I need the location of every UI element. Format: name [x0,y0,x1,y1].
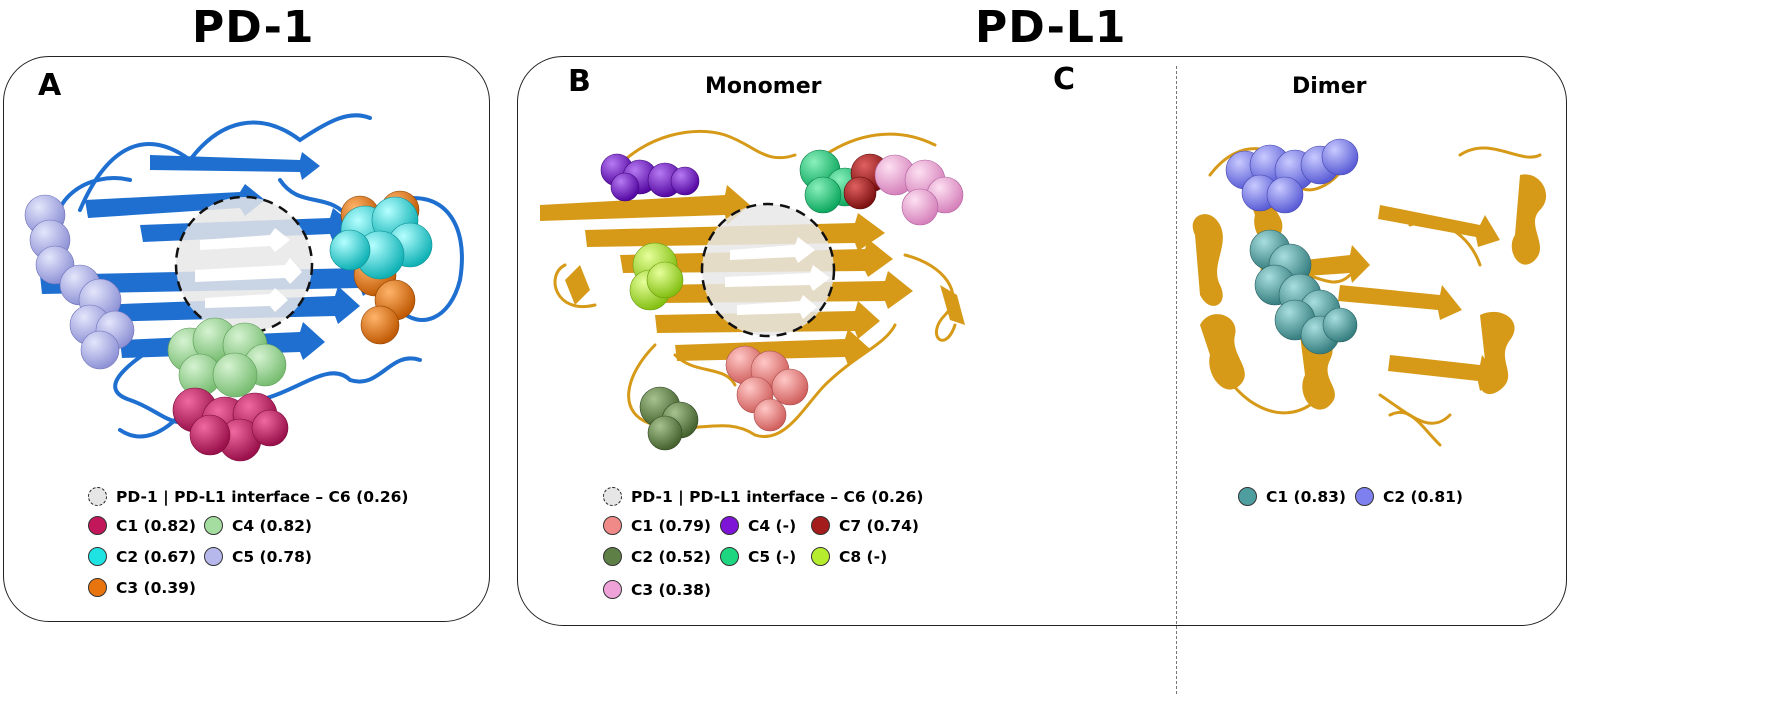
legend-b-interface: PD-1 | PD-L1 interface – C6 (0.26) [603,487,924,506]
panel-c-subtitle: Dimer [1292,74,1367,99]
monomer-dimer-divider [1176,66,1177,694]
legend-a-c3-swatch [88,578,107,597]
legend-a-c2: C2 (0.67) [88,547,196,566]
legend-a-interface-swatch [88,487,107,506]
legend-b-c2-label: C2 (0.52) [631,547,711,566]
pd1-title: PD-1 [192,2,315,53]
legend-a-c2-swatch [88,547,107,566]
legend-a-interface-label: PD-1 | PD-L1 interface – C6 (0.26) [116,487,409,506]
legend-b-c4: C4 (-) [720,516,796,535]
legend-a-c5-swatch [204,547,223,566]
legend-c-c1-label: C1 (0.83) [1266,487,1346,506]
legend-a-interface: PD-1 | PD-L1 interface – C6 (0.26) [88,487,409,506]
legend-b-c3: C3 (0.38) [603,580,711,599]
legend-b-c3-label: C3 (0.38) [631,580,711,599]
legend-b-interface-swatch [603,487,622,506]
legend-a-c1-label: C1 (0.82) [116,516,196,535]
legend-b-c2-swatch [603,547,622,566]
legend-c-c2-label: C2 (0.81) [1383,487,1463,506]
legend-b-c8: C8 (-) [811,547,887,566]
panel-b-subtitle: Monomer [705,74,822,99]
legend-a-c5: C5 (0.78) [204,547,312,566]
legend-b-c3-swatch [603,580,622,599]
legend-a-c1: C1 (0.82) [88,516,196,535]
legend-b-c4-label: C4 (-) [748,516,797,535]
pdl1-title: PD-L1 [975,2,1127,53]
panel-b-letter: B [568,64,591,99]
legend-a-c2-label: C2 (0.67) [116,547,196,566]
legend-b-c8-label: C8 (-) [839,547,888,566]
legend-b-c7-label: C7 (0.74) [839,516,919,535]
legend-c-c1-swatch [1238,487,1257,506]
legend-a-c4-label: C4 (0.82) [232,516,312,535]
legend-b-c1: C1 (0.79) [603,516,711,535]
legend-b-c4-swatch [720,516,739,535]
legend-b-c1-label: C1 (0.79) [631,516,711,535]
legend-b-c5-swatch [720,547,739,566]
legend-a-c1-swatch [88,516,107,535]
legend-a-c4-swatch [204,516,223,535]
legend-c-c2: C2 (0.81) [1355,487,1463,506]
pdl1-dimer-structure [1192,138,1547,447]
pd1-structure [24,113,464,462]
legend-b-c5: C5 (-) [720,547,796,566]
legend-a-c5-label: C5 (0.78) [232,547,312,566]
legend-a-c3-label: C3 (0.39) [116,578,196,597]
legend-a-c3: C3 (0.39) [88,578,196,597]
panel-a-letter: A [38,68,62,103]
legend-b-c7-swatch [811,516,830,535]
legend-b-c2: C2 (0.52) [603,547,711,566]
panel-c-letter: C [1053,62,1076,97]
legend-a-c4: C4 (0.82) [204,516,312,535]
legend-b-c5-label: C5 (-) [748,547,797,566]
legend-b-c8-swatch [811,547,830,566]
legend-b-c1-swatch [603,516,622,535]
panel-bc-frame [517,56,1567,626]
legend-b-interface-label: PD-1 | PD-L1 interface – C6 (0.26) [631,487,924,506]
legend-c-c1: C1 (0.83) [1238,487,1346,506]
legend-c-c2-swatch [1355,487,1374,506]
legend-b-c7: C7 (0.74) [811,516,919,535]
pdl1-monomer-structure [540,129,965,451]
panel-a-frame [3,56,490,622]
